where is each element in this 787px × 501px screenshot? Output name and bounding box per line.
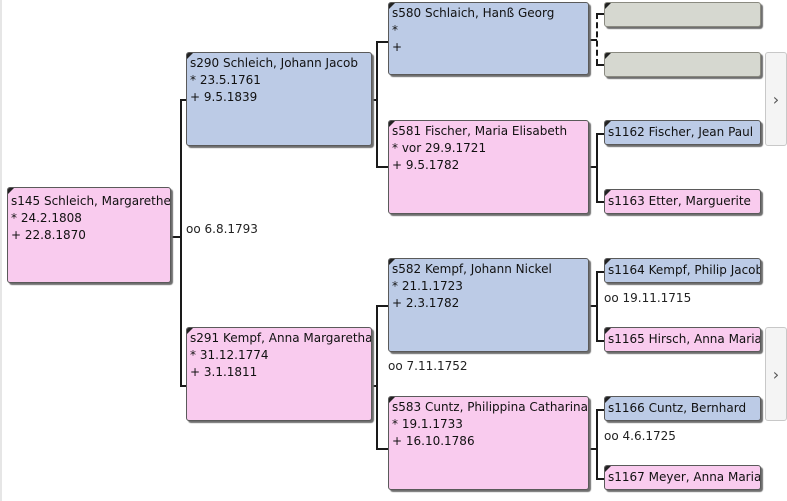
person-name: s1166 Cuntz, Bernhard [608, 401, 747, 415]
person-death: + 22.8.1870 [11, 228, 86, 242]
marriage-date: oo 6.8.1793 [186, 222, 258, 236]
person-name: s1167 Meyer, Anna Maria [608, 470, 761, 484]
person-card-s582[interactable]: s582 Kempf, Johann Nickel * 21.1.1723 + … [388, 258, 589, 352]
marriage-date: oo 4.6.1725 [604, 429, 676, 443]
connector [376, 41, 388, 43]
person-card-s291[interactable]: s291 Kempf, Anna Margaretha * 31.12.1774… [186, 327, 372, 421]
person-birth: * [392, 23, 398, 37]
marriage-date: oo 19.11.1715 [604, 291, 692, 305]
connector [596, 478, 604, 480]
marriage-date: oo 7.11.1752 [388, 359, 468, 373]
connector [596, 133, 604, 135]
connector [589, 448, 597, 450]
person-death: + 9.5.1839 [190, 90, 258, 104]
connector [376, 448, 388, 450]
connector [180, 99, 182, 386]
connector [596, 201, 604, 203]
connector [596, 271, 604, 273]
corner-marker-icon [605, 328, 611, 334]
corner-marker-icon [8, 188, 14, 194]
person-birth: * vor 29.9.1721 [392, 141, 487, 155]
corner-marker-icon [187, 53, 193, 59]
connector [180, 99, 186, 101]
person-death: + 2.3.1782 [392, 296, 460, 310]
empty-parent-slot[interactable] [604, 2, 761, 27]
person-birth: * 24.2.1808 [11, 211, 82, 225]
person-death: + 9.5.1782 [392, 158, 460, 172]
person-birth: * 31.12.1774 [190, 348, 269, 362]
corner-marker-icon [605, 53, 611, 59]
person-card-s1165[interactable]: s1165 Hirsch, Anna Maria [604, 327, 761, 352]
connector [589, 305, 597, 307]
chevron-right-icon: › [772, 89, 780, 109]
empty-parent-slot[interactable] [604, 52, 761, 77]
person-name: s580 Schlaich, Hanß Georg [392, 6, 555, 20]
corner-marker-icon [605, 466, 611, 472]
corner-marker-icon [605, 190, 611, 196]
corner-marker-icon [605, 121, 611, 127]
person-card-s581[interactable]: s581 Fischer, Maria Elisabeth * vor 29.9… [388, 120, 589, 214]
person-card-s1166[interactable]: s1166 Cuntz, Bernhard [604, 396, 761, 421]
person-death: + 3.1.1811 [190, 365, 258, 379]
connector [596, 133, 598, 202]
person-name: s583 Cuntz, Philippina Catharina [392, 400, 589, 414]
connector [372, 385, 378, 387]
connector [589, 166, 597, 168]
person-card-s290[interactable]: s290 Schleich, Johann Jacob * 23.5.1761 … [186, 52, 372, 146]
person-card-s1164[interactable]: s1164 Kempf, Philip Jacob [604, 258, 761, 283]
person-birth: * 21.1.1723 [392, 279, 463, 293]
connector [372, 99, 378, 101]
connector [596, 409, 604, 411]
connector [596, 271, 598, 341]
corner-marker-icon [605, 397, 611, 403]
unknown-connector [596, 13, 604, 15]
connector [376, 305, 378, 449]
person-name: s290 Schleich, Johann Jacob [190, 56, 358, 70]
connector [376, 166, 388, 168]
expand-ancestors-button[interactable]: › [765, 327, 787, 421]
person-card-s580[interactable]: s580 Schlaich, Hanß Georg * + [388, 2, 589, 75]
person-name: s1164 Kempf, Philip Jacob [608, 263, 761, 277]
person-card-s145[interactable]: s145 Schleich, Margarethe * 24.2.1808 + … [7, 187, 171, 283]
unknown-connector [596, 13, 598, 65]
corner-marker-icon [389, 3, 395, 9]
expand-ancestors-button[interactable]: › [765, 52, 787, 146]
unknown-connector [589, 39, 597, 41]
person-name: s1163 Etter, Marguerite [608, 194, 751, 208]
corner-marker-icon [389, 259, 395, 265]
person-card-s583[interactable]: s583 Cuntz, Philippina Catharina * 19.1.… [388, 396, 589, 490]
person-card-s1162[interactable]: s1162 Fischer, Jean Paul [604, 120, 761, 145]
person-name: s582 Kempf, Johann Nickel [392, 262, 552, 276]
connector [180, 385, 186, 387]
left-panel-edge [0, 0, 2, 501]
unknown-connector [596, 64, 604, 66]
corner-marker-icon [389, 121, 395, 127]
connector [376, 305, 388, 307]
person-name: s145 Schleich, Margarethe [11, 194, 171, 208]
person-card-s1167[interactable]: s1167 Meyer, Anna Maria [604, 465, 761, 490]
connector [171, 236, 181, 238]
chevron-right-icon: › [772, 364, 780, 384]
corner-marker-icon [605, 259, 611, 265]
person-death: + 16.10.1786 [392, 434, 475, 448]
person-name: s1165 Hirsch, Anna Maria [608, 332, 761, 346]
connector [376, 41, 378, 167]
person-name: s291 Kempf, Anna Margaretha [190, 331, 372, 345]
person-death: + [392, 40, 403, 54]
connector [596, 340, 604, 342]
person-name: s581 Fischer, Maria Elisabeth [392, 124, 568, 138]
person-name: s1162 Fischer, Jean Paul [608, 125, 754, 139]
corner-marker-icon [605, 3, 611, 9]
person-card-s1163[interactable]: s1163 Etter, Marguerite [604, 189, 761, 214]
connector [596, 409, 598, 479]
person-birth: * 19.1.1733 [392, 417, 463, 431]
corner-marker-icon [389, 397, 395, 403]
person-birth: * 23.5.1761 [190, 73, 261, 87]
corner-marker-icon [187, 328, 193, 334]
